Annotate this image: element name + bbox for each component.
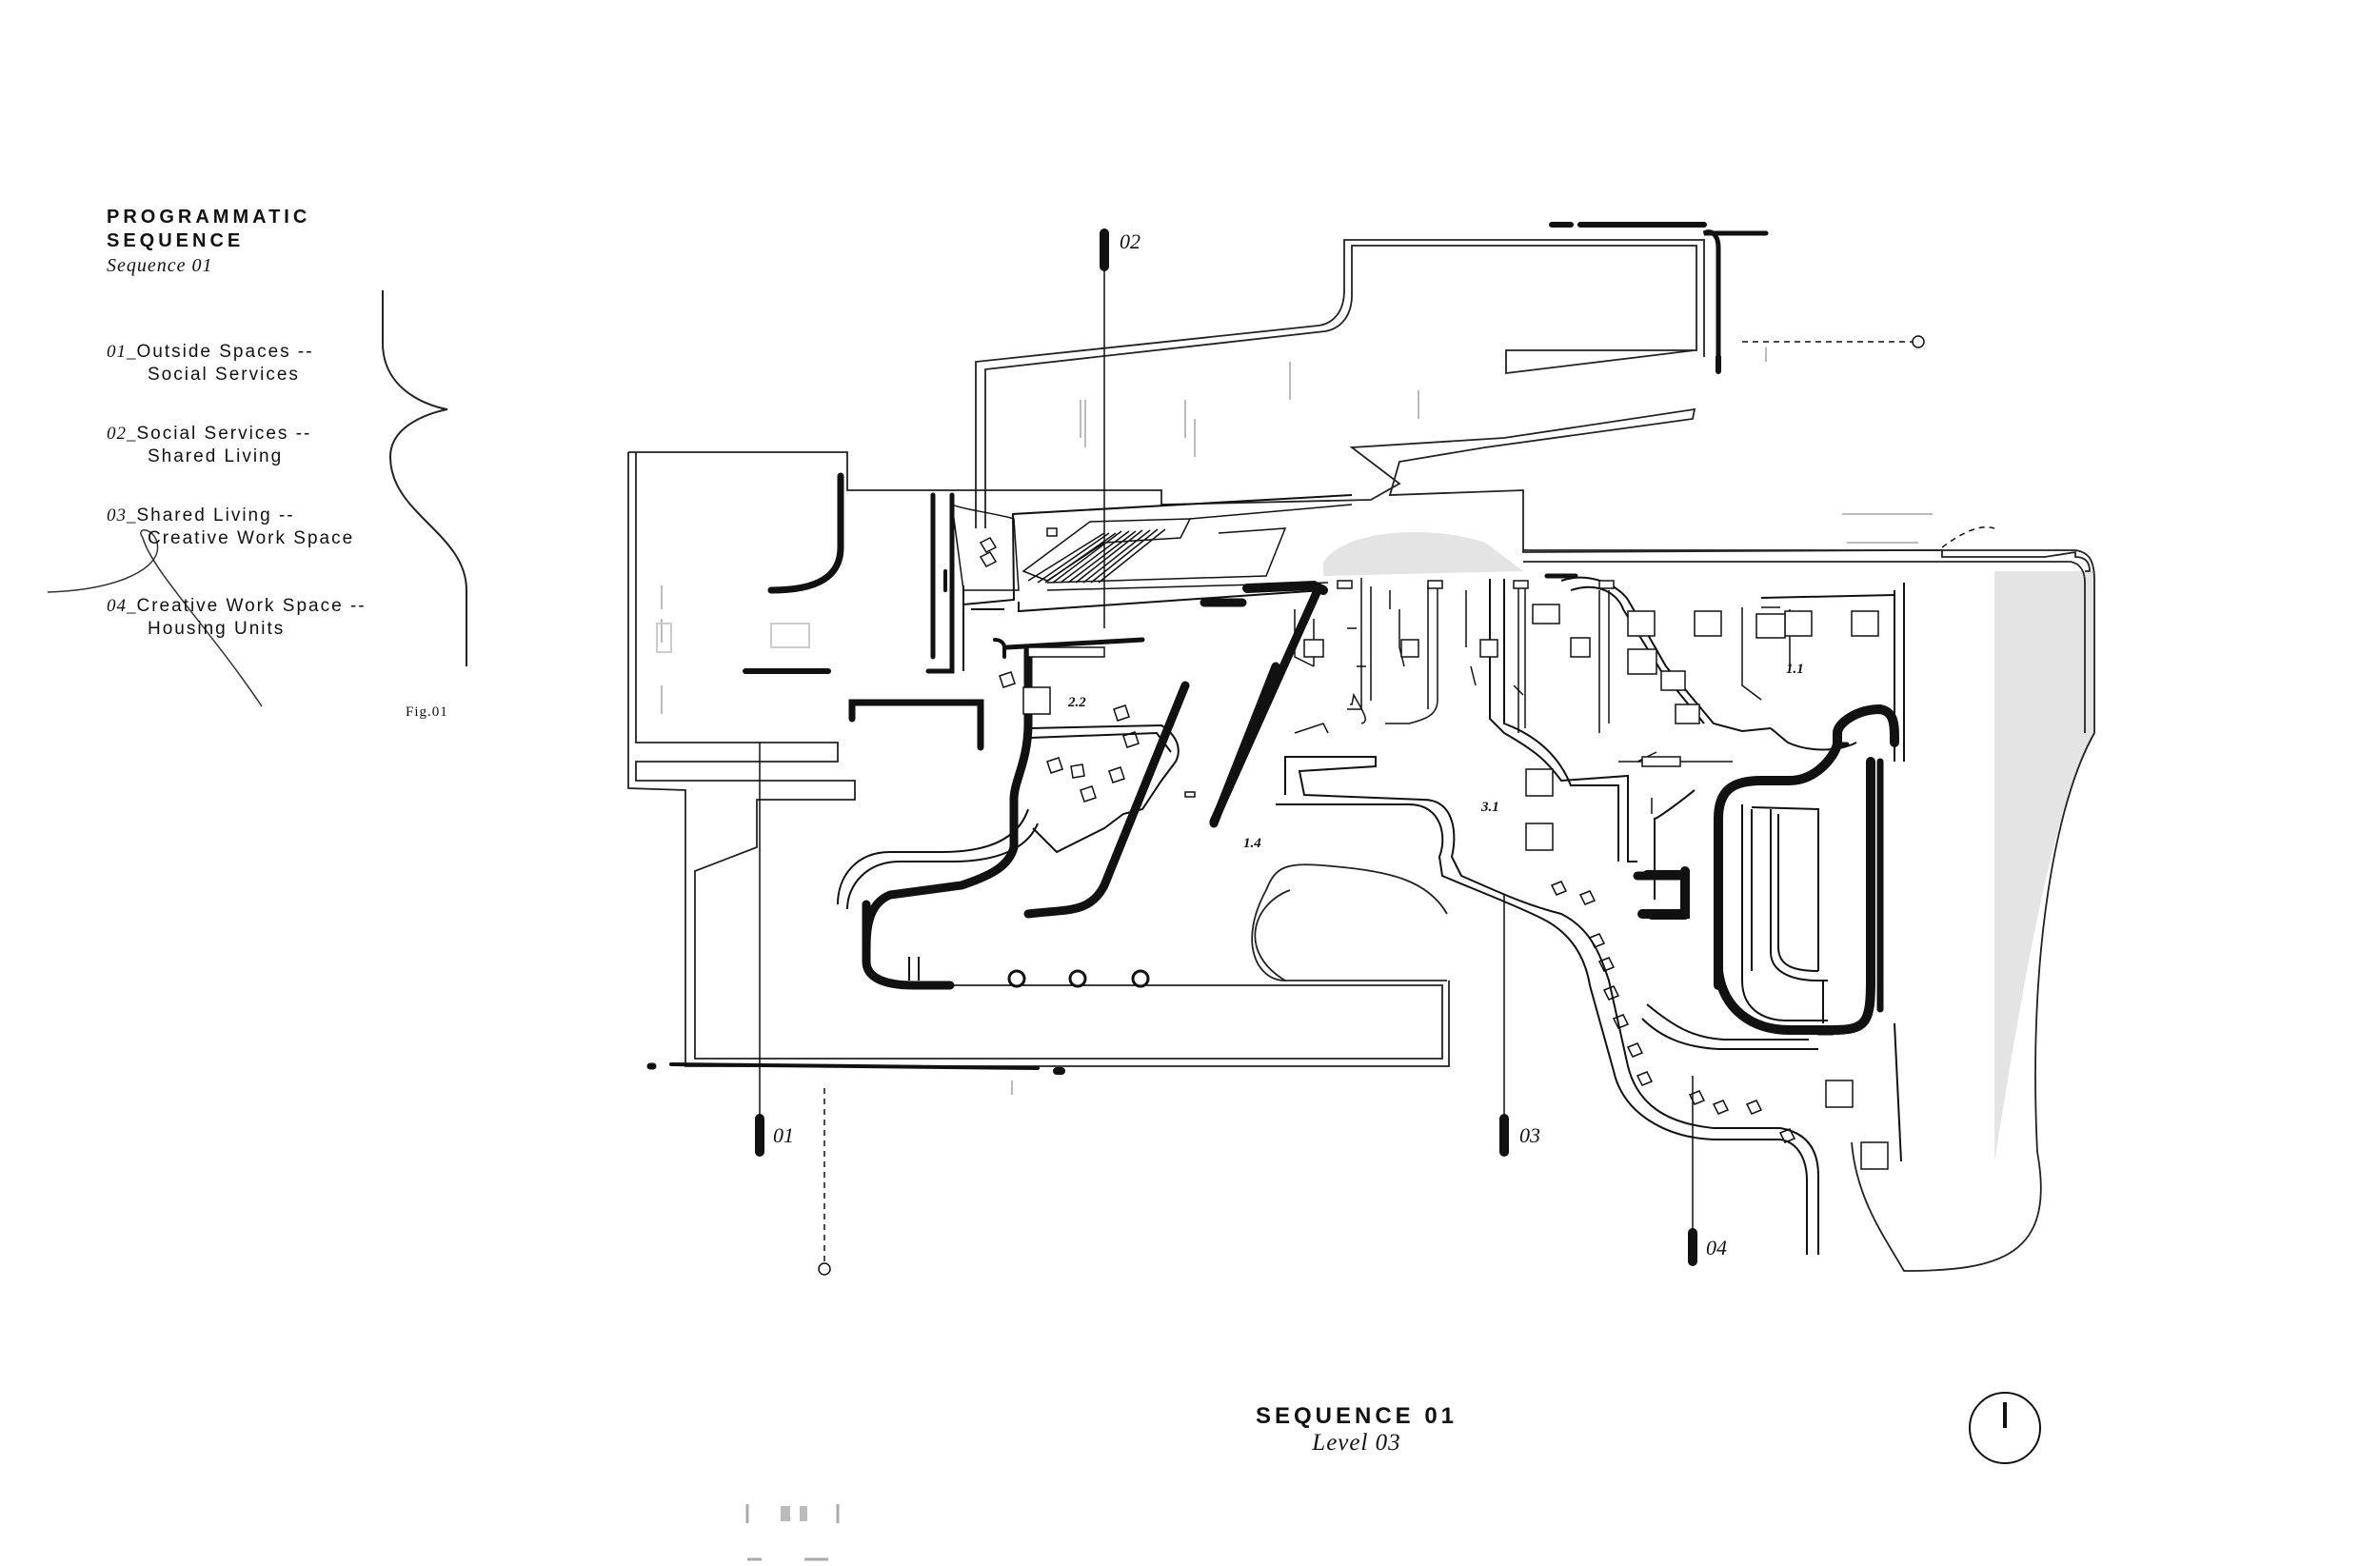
sequence-item-04: 04_Creative Work Space -- Housing Units [107, 596, 367, 639]
legend-title-line1: PROGRAMMATIC [107, 207, 311, 228]
thick-walls [646, 222, 1899, 1075]
room-label-2-2: 2.2 [1068, 695, 1086, 710]
sequence-item-03: 03_Shared Living -- Creative Work Space [107, 505, 355, 548]
sequence-item-01: 01_Outside Spaces -- Social Services [107, 342, 314, 385]
section-marker-03: 03 [1519, 1123, 1540, 1147]
interior-walls [1294, 578, 1791, 814]
north-arrow-icon [1969, 1392, 2041, 1464]
column-circles [1007, 969, 1150, 988]
section-cut-lines [755, 228, 1995, 1276]
exterior-thin-outlines [627, 239, 2095, 1272]
furniture-tables [1022, 527, 1889, 1170]
room-label-1-4: 1.4 [1243, 836, 1261, 851]
legend-heading: PROGRAMMATIC SEQUENCE Sequence 01 [107, 206, 506, 278]
stair [951, 503, 1353, 591]
drawing-title: SEQUENCE 01 [1255, 1403, 1458, 1429]
figure-label: Fig.01 [406, 704, 448, 720]
double-walls [837, 494, 1905, 1255]
furniture-chairs [979, 537, 1796, 1143]
scale-bar-icon [745, 1504, 840, 1561]
room-label-3-1: 3.1 [1481, 800, 1499, 815]
section-marker-01: 01 [773, 1123, 794, 1147]
sequence-item-02: 02_Social Services -- Shared Living [107, 424, 312, 466]
light-guide-lines [661, 347, 1933, 1095]
drawing-title-block: SEQUENCE 01 Level 03 [1142, 1403, 1571, 1457]
legend-loop-line [47, 529, 263, 707]
gray-fill-areas [1323, 531, 2094, 1161]
section-marker-04: 04 [1706, 1236, 1727, 1259]
room-label-1-1: 1.1 [1786, 662, 1804, 677]
section-marker-02: 02 [1120, 229, 1140, 253]
sequence-squiggle-line [382, 290, 467, 666]
outline-boxes-left [656, 623, 810, 653]
legend-title-line2: SEQUENCE [107, 230, 245, 251]
drawing-subtitle: Level 03 [1312, 1430, 1401, 1456]
legend-subtitle: Sequence 01 [107, 255, 213, 276]
window-marks [1184, 580, 1615, 798]
